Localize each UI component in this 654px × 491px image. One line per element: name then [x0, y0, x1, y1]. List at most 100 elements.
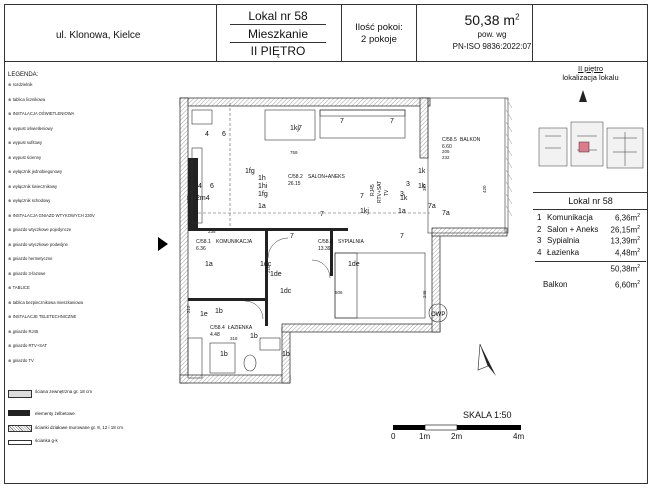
svg-text:318: 318: [230, 336, 238, 341]
legend-symbol-icon: ⊗: [8, 270, 13, 276]
label-c5: C/58.5: [442, 137, 457, 143]
scale-ruler: [393, 424, 521, 431]
owp-circle: [428, 303, 448, 323]
building-minimap: [538, 90, 644, 169]
fixture-mark: 1fg: [245, 168, 255, 175]
scale-title: SKALA 1:50: [463, 410, 512, 420]
svg-text:RTV+SAT: RTV+SAT: [377, 181, 383, 203]
scale-tick-0: 0: [391, 432, 396, 441]
fixture-mark: 1a: [398, 208, 406, 215]
floor-plan: C/58.1 KOMUNIKACJA 6.36 C/58.2 SALON+ANE…: [179, 97, 513, 384]
fixture-mark: 1fg: [258, 191, 268, 198]
fixture-mark: 7a: [442, 210, 450, 217]
svg-text:235: 235: [208, 229, 216, 234]
legend-item: ⊗ wyłącznik schodowy: [8, 198, 51, 203]
fixture-mark: 4: [198, 183, 202, 190]
rooms-label: Ilość pokoi:: [355, 22, 403, 33]
legend-symbol-icon: ⊗: [8, 241, 13, 247]
area-c5: 6.60: [442, 144, 452, 150]
fixture-mark: 7a: [428, 203, 436, 210]
room-name: Łazienka: [547, 247, 580, 257]
legend-symbol-icon: ⊗: [8, 125, 13, 131]
legend-item: ⊗ gniazdo 3-fazowe: [8, 270, 46, 276]
area-total: 50,38 m2: [464, 12, 520, 28]
fixture-mark: 1de: [270, 271, 282, 278]
label-lazienka: ŁAZIENKA: [228, 325, 253, 331]
room-area: 13,39m2: [610, 236, 640, 246]
location-title: II piętro: [577, 64, 603, 73]
room-number: 2: [537, 224, 542, 234]
fixture-mark: 2m4: [196, 195, 210, 202]
unit-highlight: [578, 141, 590, 153]
compass-icon: [579, 90, 587, 102]
fixture-mark: 1b: [250, 333, 258, 340]
page-frame: [4, 4, 648, 484]
legend-symbol-icon: ⊗: [8, 140, 13, 145]
legend-symbol-icon: ⊗: [8, 169, 13, 174]
unit-type: Mieszkanie: [247, 27, 309, 41]
room-number: 4: [537, 247, 542, 257]
wall-legend: ściana zewnętrzna gr. 18 cm elementy żel…: [8, 388, 168, 468]
legend-item: ⊗ tablica licznikowa: [8, 96, 46, 102]
floor-label: II PIĘTRO: [250, 44, 306, 58]
balcony: [427, 97, 513, 234]
doors: [244, 237, 331, 320]
svg-text:127: 127: [186, 195, 191, 203]
legend-item: ⊗ tablica bezpiecznikowa mieszkaniowa: [8, 299, 83, 305]
fixture-mark: 1kj: [360, 208, 369, 215]
legend-title: LEGENDA:: [8, 72, 39, 78]
area-basis: pow. wg: [477, 30, 507, 39]
label-c1: C/58.1: [196, 239, 211, 245]
legend-symbol-icon: ⊗: [8, 96, 13, 102]
legend-symbol-icon: ⊗: [8, 314, 13, 319]
legend-symbol-icon: ⊗: [8, 198, 13, 203]
fixture-mark: 6: [222, 131, 226, 138]
svg-text:205: 205: [442, 149, 450, 154]
dimensions: 759 506 235 318 357 420 205 232 246 210 …: [186, 149, 487, 341]
fixture-mark: 1k: [418, 168, 426, 175]
svg-text:RJ45: RJ45: [370, 184, 376, 196]
legend-symbol-icon: ⊗: [8, 212, 13, 218]
legend-symbol-icon: ⊗: [8, 111, 13, 116]
label-c3: C/58.3: [318, 239, 333, 245]
label-c4: C/58.4: [210, 325, 225, 331]
scale-bar: SKALA 1:50 0 1m 2m 4m: [385, 406, 535, 446]
fixture-mark: 1k: [418, 183, 426, 190]
fixture-marks: 1fg1h1hi1fg1a1dc1de1k1k1a1b1b1e1dc1de1b7…: [196, 118, 450, 358]
location-subtitle: lokalizacja lokalu: [562, 73, 619, 82]
legend-item: ⊗ wypust sufitowy: [8, 140, 43, 145]
fixture-mark: 1k: [400, 195, 408, 202]
furniture: [187, 109, 426, 379]
label-sypialnia: SYPIALNIA: [338, 239, 365, 245]
unit-number: Lokal nr 58: [248, 9, 308, 23]
legend-item: ⊗ rozdzielnik: [8, 82, 33, 87]
legend-item: ⊗ INSTALACJA OŚWIETLENIOWA: [8, 111, 75, 116]
legend-symbol-icon: ⊗: [8, 154, 13, 160]
area-c1: 6.36: [196, 246, 206, 252]
fixture-mark: 1e: [200, 311, 208, 318]
fixture-mark: 1a: [205, 261, 213, 268]
fixture-mark: 1b: [282, 351, 290, 358]
room-number: 1: [537, 213, 542, 222]
fixture-mark: 1a: [258, 203, 266, 210]
label-salon: SALON+ANEKS: [308, 174, 345, 180]
fixture-mark: 7: [320, 211, 324, 218]
fixture-mark: 3: [400, 191, 404, 198]
fixture-mark: 1b: [215, 308, 223, 315]
legend-item: ⊗ wypust ścienny: [8, 154, 42, 160]
label-c2: C/58.2: [288, 174, 303, 180]
legend-symbol-icon: ⊗: [8, 256, 13, 261]
teletech-labels: RJ45 RTV+SAT TV: [370, 181, 390, 203]
svg-text:506: 506: [335, 290, 343, 295]
fixture-mark: 1h: [258, 175, 266, 182]
legend: LEGENDA: ⊗ rozdzielnik ⊗ tablica liczniko…: [8, 72, 158, 412]
fixture-mark: 7: [360, 193, 364, 200]
fixture-mark: 1hi: [258, 183, 268, 190]
scale-tick-4: 4m: [513, 432, 525, 441]
room-area: 26,15m2: [610, 224, 640, 235]
legend-symbol-icon: ⊗: [8, 357, 13, 363]
north-arrow-icon: [477, 343, 496, 376]
entrance-arrow: [158, 237, 168, 251]
legend-item: ⊗ gniazdo wtyczkowe podwójne: [8, 241, 68, 247]
